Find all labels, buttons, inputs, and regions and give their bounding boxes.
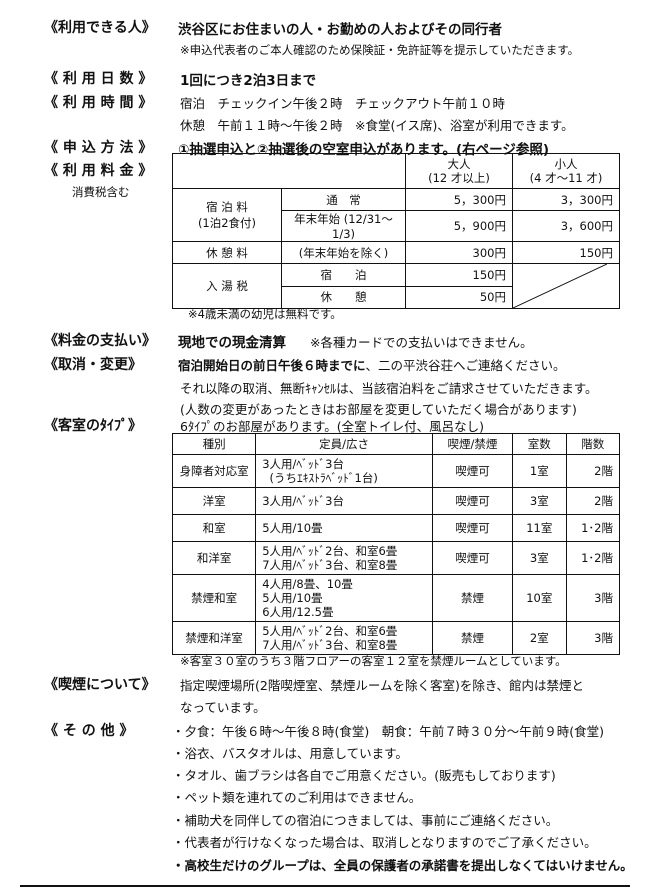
room-header-capacity: 定員/広さ (255, 433, 433, 455)
other-item-highschool: ・高校生だけのグループは、全員の保護者の承諾書を提出しなくてはいけません。 (172, 858, 633, 873)
days-text: 1回につき2泊3日まで (180, 73, 317, 89)
fee-normal-adult: 5，300円 (405, 188, 513, 211)
other-item-towel: ・タオル、歯ブラシは各自でご用意ください。(販売もしております) (172, 768, 556, 783)
eligible-label: 《利用できる人》 (44, 20, 156, 36)
fee-bath-rest-adult: 50円 (405, 285, 513, 309)
fee-stay-label: 宿 泊 料 (1泊2食付) (172, 188, 282, 242)
smoking-line1: 指定喫煙場所(2階喫煙室、禁煙ルームを除く客室)を除き、館内は禁煙と (180, 678, 584, 693)
rooms-intro: 6ﾀｲﾌﾟのお部屋があります。(全室トイレ付、風呂なし) (180, 419, 484, 434)
fee-header-child: 小人 (4 才～11 才) (512, 153, 620, 189)
fee-normal-child: 3，300円 (512, 188, 620, 211)
diagonal-line (513, 264, 607, 308)
hours-label: 《 利 用 時 間 》 (44, 95, 153, 111)
room-header-smoking: 喫煙/禁煙 (431, 433, 514, 455)
room-table: 種別 定員/広さ 喫煙/禁煙 室数 階数 身障者対応室 3人用/ﾍﾞｯﾄﾞ3台 … (171, 433, 621, 655)
cancel-line2: それ以降の取消、無断ｷｬﾝｾﾙは、当該宿泊料をご請求させていただきます。 (180, 381, 598, 396)
fee-bath-child-empty (512, 263, 620, 309)
eligible-note: ※申込代表者のご本人確認のため保険証・免許証等を提示していただきます。 (180, 43, 580, 57)
fee-normal-label: 通 常 (281, 188, 406, 211)
hours-rest: 休憩 午前１１時～午後２時 ※食堂(イス席)、浴室が利用できます。 (180, 118, 574, 133)
other-label: 《 そ の 他 》 (44, 723, 134, 739)
rooms-note: ※客室３０室のうち３階フロアーの客室１２室を禁煙ルームとしています。 (180, 654, 567, 668)
cancel-line3: (人数の変更があったときはお部屋を変更していただく場合があります) (180, 402, 577, 417)
fee-rest-label: 休 憩 料 (172, 241, 282, 264)
fees-label: 《 利 用 料 金 》 (44, 163, 153, 179)
smoking-label: 《喫煙について》 (44, 677, 156, 693)
table-row: 洋室 3人用/ﾍﾞｯﾄﾞ3台 喫煙可 3室 2階 (171, 487, 621, 515)
apply-label: 《 申 込 方 法 》 (44, 140, 153, 156)
bottom-rule (20, 885, 630, 887)
fee-rest-child: 150円 (512, 241, 620, 264)
fee-header-adult: 大人 (12 才以上) (405, 153, 513, 189)
cancel-line1: 宿泊開始日の前日午後６時までに、二の平渋谷荘へご連絡ください。 (178, 358, 566, 373)
fee-bath-stay-adult: 150円 (405, 263, 513, 287)
eligible-text: 渋谷区にお住まいの人・お勤めの人およびその同行者 (178, 22, 502, 38)
room-header-floor: 階数 (565, 433, 621, 455)
payment-text: 現地での現金清算 (178, 335, 286, 351)
table-row: 和室 5人用/10畳 喫煙可 11室 1･2階 (171, 514, 621, 542)
fee-bath-stay-label: 宿 泊 (281, 263, 406, 287)
fee-rest-sub: (年末年始を除く) (281, 241, 406, 264)
days-label: 《 利 用 日 数 》 (44, 71, 153, 87)
fee-newyear-label: 年末年始 (12/31～1/3) (281, 210, 406, 242)
fee-rest-adult: 300円 (405, 241, 513, 264)
payment-note: ※各種カードでの支払いはできません。 (310, 335, 533, 350)
other-item-pets: ・ペット類を連れてのご利用はできません。 (172, 790, 422, 805)
fees-infant-note: ※4歳未満の幼児は無料です。 (188, 307, 342, 321)
fee-bath-rest-label: 休 憩 (281, 285, 406, 309)
other-item-representative: ・代表者が行けなくなった場合は、取消しとなりますのでご了承ください。 (172, 835, 597, 850)
fee-bath-label: 入 湯 税 (172, 263, 282, 309)
hours-stay: 宿泊 チェックイン午後２時 チェックアウト午前１０時 (180, 96, 506, 111)
fee-newyear-child: 3，600円 (512, 210, 620, 242)
room-header-type: 種別 (171, 433, 257, 455)
room-header-count: 室数 (512, 433, 567, 455)
other-item-yukata: ・浴衣、バスタオルは、用意しています。 (172, 746, 408, 761)
other-item-service-dog: ・補助犬を同伴しての宿泊につきましては、事前にご連絡ください。 (172, 813, 559, 828)
smoking-line2: なっています。 (180, 700, 266, 715)
fees-tax-note: 消費税含む (72, 185, 130, 199)
fee-table: 大人 (12 才以上) 小人 (4 才～11 才) 宿 泊 料 (1泊2食付) … (172, 153, 620, 309)
table-row: 身障者対応室 3人用/ﾍﾞｯﾄﾞ3台 (うちｴｷｽﾄﾗﾍﾞｯﾄﾞ1台) 喫煙可 … (171, 454, 621, 488)
fee-newyear-adult: 5，900円 (405, 210, 513, 242)
cancel-label: 《取消・変更》 (44, 357, 142, 373)
other-item-meals: ・夕食：午後６時～午後８時(食堂) 朝食：午前７時３０分～午前９時(食堂) (172, 724, 605, 739)
payment-label: 《料金の支払い》 (44, 333, 156, 349)
rooms-label: 《客室のﾀｲﾌﾟ》 (44, 418, 142, 434)
